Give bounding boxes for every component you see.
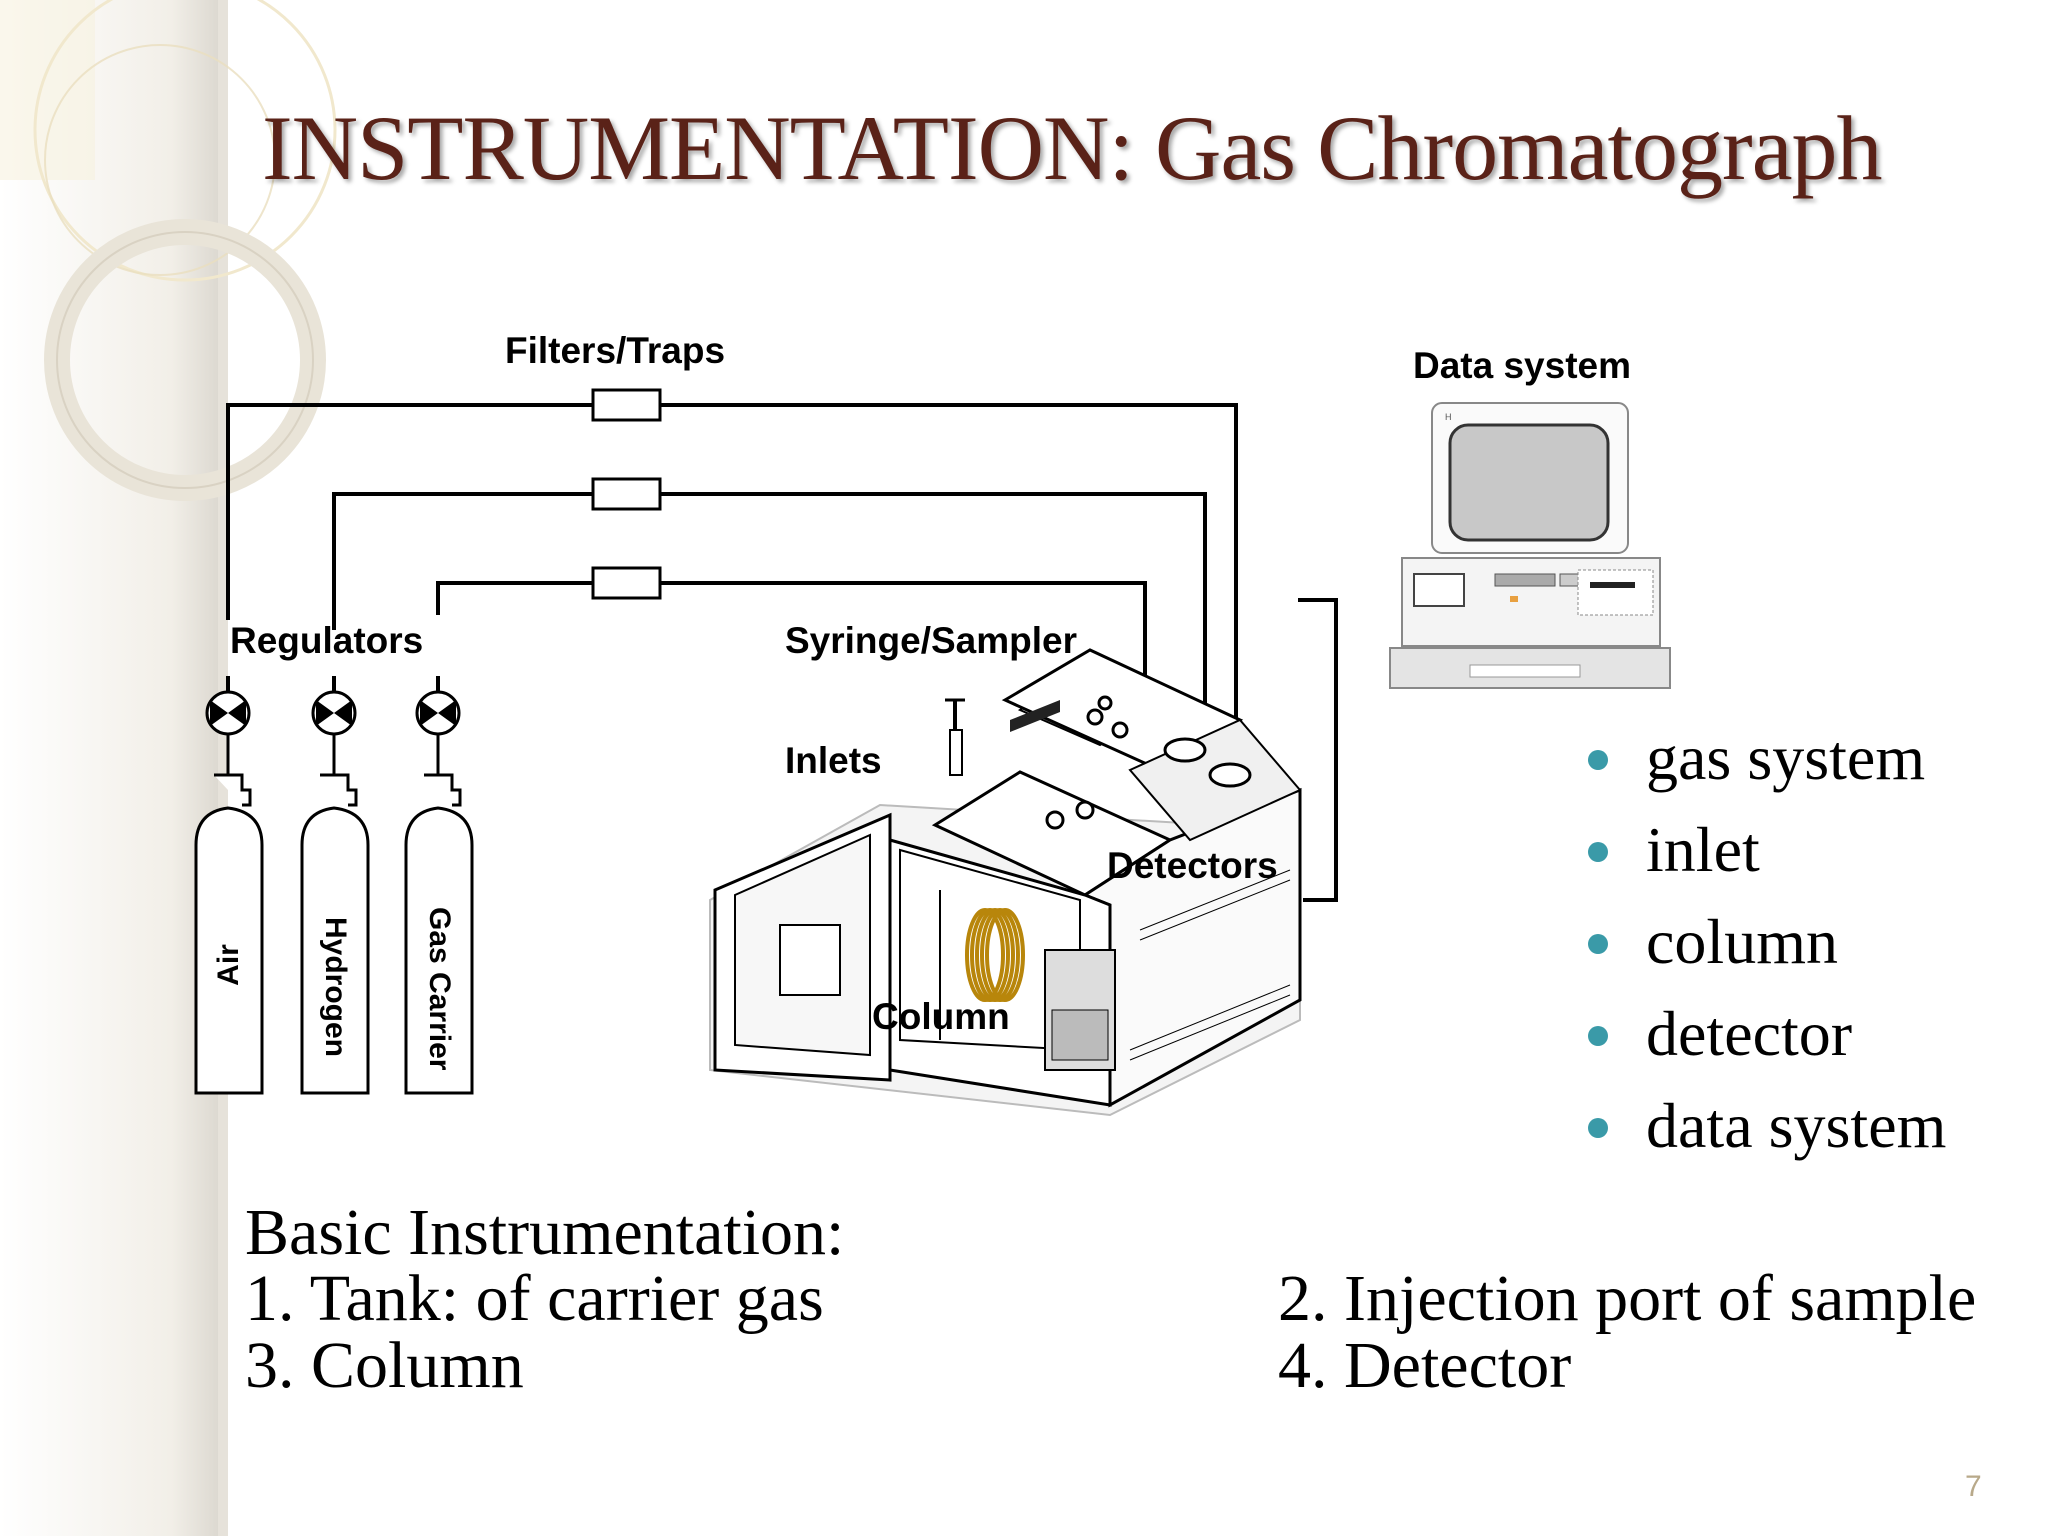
regulators-label: Regulators — [230, 620, 424, 661]
list-item: detector — [1580, 988, 1946, 1080]
column-coil — [965, 908, 1025, 1002]
data-system-computer: H — [1389, 402, 1671, 689]
page-number: 7 — [1965, 1470, 1982, 1503]
gc-oven — [709, 648, 1302, 1117]
svg-text:H: H — [1445, 412, 1452, 422]
bullet-icon — [1588, 1026, 1608, 1046]
gas-lines — [226, 403, 1338, 902]
slide-title: INSTRUMENTATION: Gas Chromatograph — [262, 97, 1883, 199]
tank-hydrogen — [300, 773, 370, 1095]
tank-gas-carrier — [404, 773, 474, 1095]
tank-label-hydrogen: Hydrogen — [319, 917, 352, 1058]
list-item: gas system — [1580, 712, 1946, 804]
gas-tanks — [194, 773, 474, 1095]
basic-item-4: 4. Detector — [1278, 1329, 1572, 1402]
regulator-valve-air — [205, 676, 251, 775]
filter-trap-3 — [591, 566, 662, 600]
regulator-valve-hydrogen — [311, 676, 357, 775]
list-item: data system — [1580, 1080, 1946, 1172]
filter-trap-2 — [591, 477, 662, 511]
filter-trap-1 — [591, 388, 662, 422]
data-system-label: Data system — [1413, 345, 1632, 386]
tank-label-gas-carrier: Gas Carrier — [423, 907, 456, 1071]
basic-item-1: 1. Tank: of carrier gas — [245, 1262, 824, 1335]
list-item: column — [1580, 896, 1946, 988]
tank-air — [194, 773, 264, 1095]
list-item: inlet — [1580, 804, 1946, 896]
inlets-label: Inlets — [785, 740, 882, 781]
filters-traps-label: Filters/Traps — [505, 330, 726, 371]
regulators — [205, 676, 461, 775]
detectors-label: Detectors — [1107, 845, 1278, 886]
bullet-icon — [1588, 750, 1608, 770]
syringe-sampler-label: Syringe/Sampler — [785, 620, 1078, 661]
components-list: gas system inlet column detector data sy… — [1580, 712, 1946, 1172]
filter-traps — [591, 388, 662, 600]
basic-item-3: 3. Column — [245, 1329, 524, 1402]
regulator-valve-carrier — [415, 676, 461, 775]
column-label: Column — [872, 996, 1010, 1037]
tank-label-air: Air — [212, 944, 245, 986]
bullet-icon — [1588, 1118, 1608, 1138]
bullet-icon — [1588, 842, 1608, 862]
basic-item-2: 2. Injection port of sample — [1278, 1262, 1977, 1335]
basic-instrumentation-heading: Basic Instrumentation: — [245, 1196, 845, 1269]
bullet-icon — [1588, 934, 1608, 954]
